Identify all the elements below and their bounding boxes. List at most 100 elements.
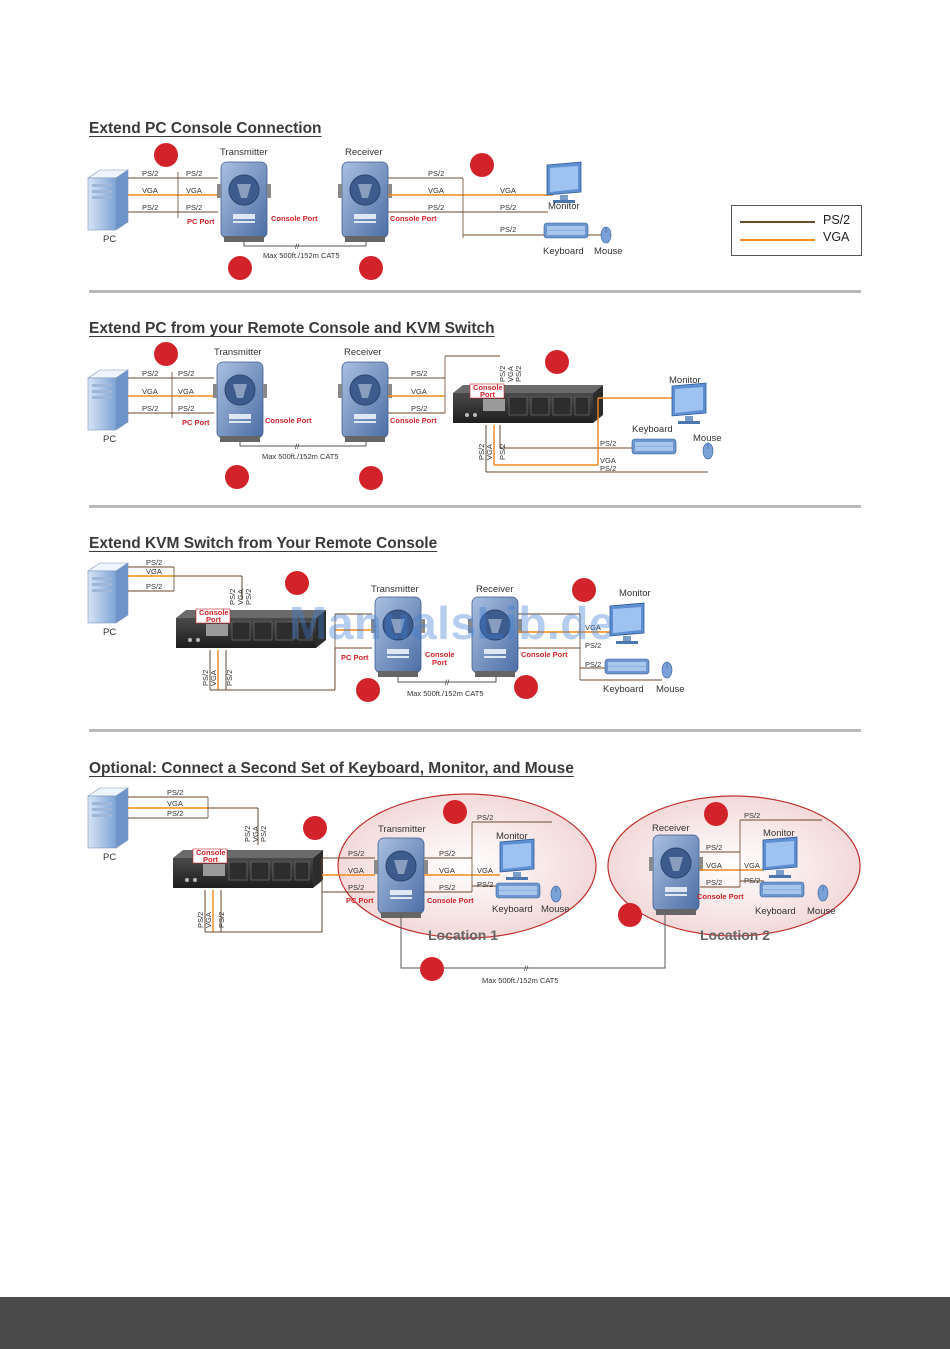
console-port-label: Console Port (697, 892, 744, 901)
cable-label: Max 500ft./152m CAT5 (482, 976, 559, 985)
console-label: Console (425, 650, 455, 659)
ps2-label: PS/2 (744, 811, 760, 820)
console-label: Console (196, 848, 226, 857)
receiver-label: Receiver (344, 347, 382, 358)
step-marker (704, 802, 728, 826)
ps2-label: PS/2 (477, 813, 493, 822)
pc-label: PC (103, 234, 116, 245)
keyboard-label: Keyboard (603, 684, 644, 695)
ps2-label: PS/2 (244, 589, 253, 605)
section-divider-3 (89, 729, 861, 732)
watermark: ManualsLib.de (289, 597, 615, 649)
legend-ps2-swatch (740, 221, 815, 223)
receiver-label: Receiver (345, 147, 383, 158)
keyboard-label: Keyboard (755, 906, 796, 917)
ps2-label: PS/2 (186, 203, 202, 212)
vga-label: VGA (251, 826, 260, 842)
ps2-label: PS/2 (500, 203, 516, 212)
vga-label: VGA (236, 589, 245, 605)
receiver-label: Receiver (476, 584, 514, 595)
ps2-label: PS/2 (411, 404, 427, 413)
ps2-label: PS/2 (142, 369, 158, 378)
ps2-label: PS/2 (146, 582, 162, 591)
console-label: Console (199, 608, 229, 617)
ps2-label: PS/2 (500, 225, 516, 234)
monitor-label: Monitor (548, 201, 580, 212)
ps2-label: PS/2 (217, 912, 226, 928)
vga-label: VGA (485, 444, 494, 460)
vga-label: VGA (348, 866, 364, 875)
ps2-label: PS/2 (477, 444, 486, 460)
cable-label: Max 500ft./152m CAT5 (407, 689, 484, 698)
cable-label: Max 500ft./152m CAT5 (262, 452, 339, 461)
step-marker (572, 578, 596, 602)
section-title-1: Extend PC Console Connection (89, 120, 322, 137)
pc-port-label: PC Port (346, 896, 374, 905)
ps2-label: PS/2 (600, 439, 616, 448)
ps2-label: PS/2 (706, 843, 722, 852)
step-marker (225, 465, 249, 489)
console-port-label: Console Port (271, 214, 318, 223)
monitor-label: Monitor (496, 831, 528, 842)
svg-text://: // (295, 242, 300, 251)
vga-label: VGA (204, 912, 213, 928)
legend: PS/2 VGA (731, 205, 862, 256)
legend-ps2-label: PS/2 (823, 213, 851, 227)
console-port-label: Console Port (390, 214, 437, 223)
vga-label: VGA (209, 670, 218, 686)
ps2-label: PS/2 (348, 883, 364, 892)
keyboard-label: Keyboard (492, 904, 533, 915)
diagram-section-1: PC PS/2 VGA PS/2 PS/2 VGA PS/2 Transmitt… (87, 143, 623, 280)
keyboard-label: Keyboard (632, 424, 673, 435)
diagram-section-2: PC PS/2 VGA PS/2 PS/2 VGA PS/2 Transmitt… (87, 342, 722, 490)
pc-port-label: PC Port (182, 418, 210, 427)
ps2-label: PS/2 (186, 169, 202, 178)
vga-label: VGA (706, 861, 722, 870)
ps2-label: PS/2 (225, 670, 234, 686)
ps2-label: PS/2 (600, 464, 616, 473)
transmitter-label: Transmitter (378, 824, 426, 835)
ps2-label: PS/2 (178, 369, 194, 378)
vga-label: VGA (585, 623, 601, 632)
ps2-label: PS/2 (411, 369, 427, 378)
monitor-label: Monitor (763, 828, 795, 839)
console-port-label: Console Port (390, 416, 437, 425)
step-marker (545, 350, 569, 374)
ps2-label: PS/2 (228, 589, 237, 605)
location-2-label: Location 2 (700, 927, 770, 943)
ps2-label: PS/2 (498, 366, 507, 382)
step-marker (154, 342, 178, 366)
section-divider-2 (89, 505, 861, 508)
ps2-label: PS/2 (196, 912, 205, 928)
pc-port-label: PC Port (341, 653, 369, 662)
footer-bar (0, 1297, 950, 1349)
vga-label: VGA (146, 567, 162, 576)
console-port-label: Console Port (427, 896, 474, 905)
ps2-label: PS/2 (243, 826, 252, 842)
vga-label: VGA (439, 866, 455, 875)
ps2-label: PS/2 (142, 169, 158, 178)
vga-label: VGA (477, 866, 493, 875)
svg-text://: // (295, 442, 300, 451)
ps2-label: PS/2 (706, 878, 722, 887)
section-divider-1 (89, 290, 861, 293)
step-marker (470, 153, 494, 177)
keyboard-label: Keyboard (543, 246, 584, 257)
ps2-label: PS/2 (498, 444, 507, 460)
ps2-label: PS/2 (142, 203, 158, 212)
vga-label: VGA (167, 799, 183, 808)
step-marker (359, 256, 383, 280)
mouse-label: Mouse (541, 904, 570, 915)
port-label: Port (203, 855, 219, 864)
step-marker (514, 675, 538, 699)
step-marker (443, 800, 467, 824)
ps2-label: PS/2 (428, 169, 444, 178)
ps2-label: PS/2 (167, 809, 183, 818)
section-title-2: Extend PC from your Remote Console and K… (89, 320, 495, 337)
section-title-4: Optional: Connect a Second Set of Keyboa… (89, 760, 574, 777)
vga-label: VGA (500, 186, 516, 195)
step-marker (420, 957, 444, 981)
ps2-label: PS/2 (439, 883, 455, 892)
transmitter-label: Transmitter (220, 147, 268, 158)
